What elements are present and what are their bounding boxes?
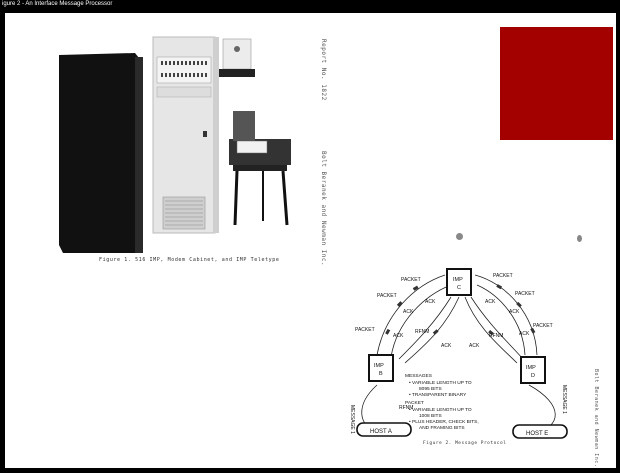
message-label-left: MESSAGE 1 (349, 405, 355, 434)
imp-d-label: IMP (526, 365, 536, 371)
svg-text:PACKET: PACKET (355, 327, 375, 333)
svg-text:ACK: ACK (485, 299, 496, 305)
svg-text:MESSAGES: MESSAGES (405, 373, 432, 379)
message-label-right: MESSAGE 1 (561, 385, 567, 414)
svg-text:8095 BITS: 8095 BITS (419, 386, 442, 392)
svg-text:AND FRAMING BITS: AND FRAMING BITS (419, 425, 465, 431)
svg-text:• VARIABLE LENGTH UP TO: • VARIABLE LENGTH UP TO (409, 380, 472, 386)
svg-text:ACK: ACK (393, 333, 404, 339)
svg-text:ACK: ACK (403, 309, 414, 315)
figure2-caption: Figure 2. Message Protocol (423, 441, 506, 446)
svg-text:PACKET: PACKET (533, 323, 553, 329)
svg-text:RFNM: RFNM (415, 329, 429, 335)
svg-text:• TRANSPARENT BINARY: • TRANSPARENT BINARY (409, 392, 467, 398)
window-title: igure 2 - An Interface Message Processor (2, 1, 112, 7)
diagram-side-label: Bolt Beranek and Newman Inc. (593, 369, 599, 467)
host-a-label: HOST A (370, 429, 392, 435)
svg-text:• PLUS HEADER, CHECK BITS,: • PLUS HEADER, CHECK BITS, (409, 419, 479, 425)
imp-c-label: IMP (453, 277, 463, 283)
svg-text:ACK: ACK (425, 299, 436, 305)
svg-text:PACKET: PACKET (377, 293, 397, 299)
message-protocol-diagram: IMP C IMP B IMP D HOST A HOST E (5, 13, 616, 468)
svg-text:RFNM: RFNM (489, 333, 503, 339)
svg-text:ACK: ACK (509, 309, 520, 315)
svg-text:PACKET: PACKET (493, 273, 513, 279)
svg-text:C: C (457, 285, 461, 291)
svg-text:ACK: ACK (469, 343, 480, 349)
svg-text:PACKET: PACKET (405, 400, 424, 406)
imp-b-label: IMP (374, 363, 384, 369)
svg-text:• VARIABLE LENGTH UP TO: • VARIABLE LENGTH UP TO (409, 407, 472, 413)
svg-text:PACKET: PACKET (515, 291, 535, 297)
svg-text:D: D (531, 373, 535, 379)
svg-text:ACK: ACK (519, 331, 530, 337)
host-e-label: HOST E (526, 431, 548, 437)
diagram-legend: MESSAGES • VARIABLE LENGTH UP TO 8095 BI… (405, 373, 479, 431)
document-page: Figure 1. 516 IMP, Modem Cabinet, and IM… (5, 13, 616, 468)
svg-text:1008 BITS: 1008 BITS (419, 413, 442, 419)
svg-text:ACK: ACK (441, 343, 452, 349)
svg-text:PACKET: PACKET (401, 277, 421, 283)
svg-text:B: B (379, 371, 383, 377)
